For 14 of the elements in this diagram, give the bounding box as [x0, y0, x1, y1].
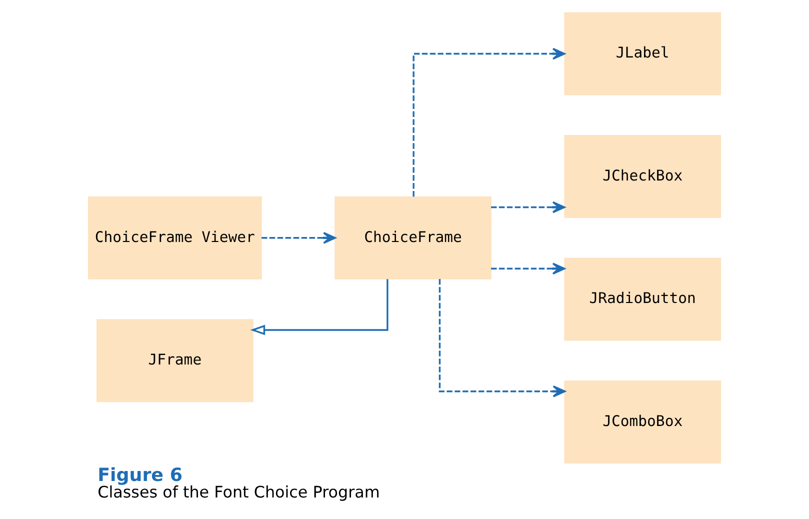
node-box: JLabel [564, 12, 722, 96]
node-box: JComboBox [564, 380, 722, 464]
arrow [438, 279, 566, 398]
diagram-title: Figure 6 [98, 464, 182, 486]
arrow [491, 201, 566, 214]
arrow [491, 262, 566, 275]
node-box: ChoiceFrame Viewer [88, 196, 262, 280]
node-box: JRadioButton [564, 258, 722, 341]
node-box: JFrame [96, 319, 254, 402]
node-box: ChoiceFrame [334, 196, 492, 280]
arrow [412, 48, 566, 197]
arrow [262, 232, 336, 244]
node-box: JCheckBox [564, 135, 722, 218]
arrow [250, 279, 388, 336]
